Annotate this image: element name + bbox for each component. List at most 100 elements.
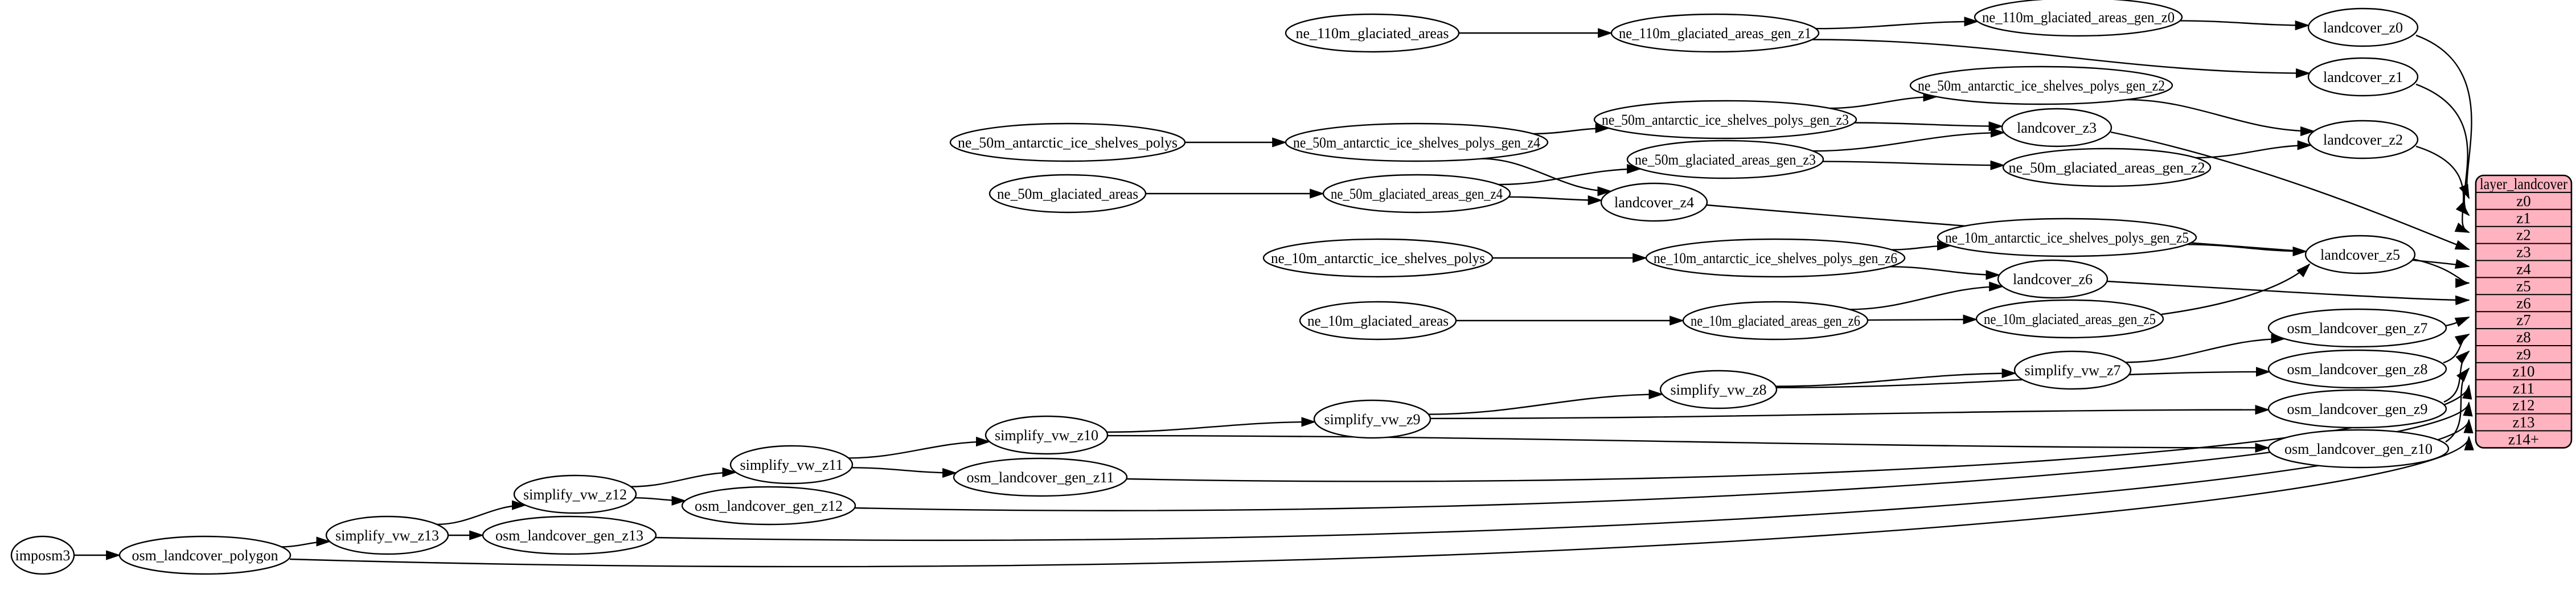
- node-label-osm_landcover_gen_z8: osm_landcover_gen_z8: [2287, 361, 2428, 378]
- node-landcover_z2: landcover_z2: [2307, 120, 2419, 159]
- table-row-z0: z0: [2516, 192, 2530, 210]
- node-simplify_vw_z9: simplify_vw_z9: [1313, 399, 1431, 439]
- edge-osm_landcover_gen_z12-to-table-z12: [854, 401, 2473, 511]
- node-ne_10m_glaciated_areas_gen_z6: ne_10m_glaciated_areas_gen_z6: [1682, 301, 1869, 341]
- edge-ne_50m_glaciated_areas_gen_z3-to-ne_50m_glaciated_areas_gen_z2: [1822, 160, 2005, 170]
- node-ellipse-landcover_z6: [1997, 259, 2109, 299]
- table-row-z11: z11: [2513, 380, 2534, 397]
- node-ellipse-ne_50m_glaciated_areas_gen_z4: [1322, 174, 1511, 214]
- node-imposm3: imposm3: [10, 535, 75, 575]
- layer-landcover-table: layer_landcoverz0z1z2z3z4z5z6z7z8z9z10z1…: [2475, 174, 2573, 449]
- node-simplify_vw_z7: simplify_vw_z7: [2013, 350, 2132, 390]
- node-ellipse-osm_landcover_gen_z7: [2267, 308, 2447, 348]
- node-label-simplify_vw_z13: simplify_vw_z13: [335, 527, 439, 544]
- node-label-ne_50m_glaciated_areas_gen_z3: ne_50m_glaciated_areas_gen_z3: [1635, 151, 1816, 168]
- node-ne_110m_glaciated_areas: ne_110m_glaciated_areas: [1285, 13, 1460, 53]
- node-label-landcover_z6: landcover_z6: [2013, 271, 2093, 288]
- edge-ne_10m_glaciated_areas_gen_z6-to-ne_10m_glaciated_areas_gen_z5: [1867, 314, 1978, 325]
- table-row-z13: z13: [2513, 414, 2535, 431]
- edge-ne_50m_glaciated_areas_gen_z4-to-ne_50m_glaciated_areas_gen_z3: [1498, 163, 1642, 186]
- node-ellipse-simplify_vw_z7: [2013, 350, 2132, 390]
- node-label-landcover_z2: landcover_z2: [2323, 132, 2403, 148]
- node-label-ne_110m_glaciated_areas: ne_110m_glaciated_areas: [1295, 25, 1449, 42]
- node-label-osm_landcover_gen_z13: osm_landcover_gen_z13: [495, 527, 643, 544]
- node-ne_50m_antarctic_ice_shelves_polys_gen_z3: ne_50m_antarctic_ice_shelves_polys_gen_z…: [1593, 100, 1857, 140]
- edge-simplify_vw_z8-to-simplify_vw_z7: [1775, 368, 2017, 387]
- node-osm_landcover_gen_z13: osm_landcover_gen_z13: [482, 515, 657, 555]
- node-simplify_vw_z12: simplify_vw_z12: [513, 474, 637, 514]
- node-ellipse-ne_50m_antarctic_ice_shelves_polys: [949, 122, 1186, 162]
- node-ne_110m_glaciated_areas_gen_z1: ne_110m_glaciated_areas_gen_z1: [1610, 13, 1820, 53]
- node-simplify_vw_z13: simplify_vw_z13: [325, 515, 449, 555]
- node-label-landcover_z4: landcover_z4: [1614, 194, 1694, 211]
- node-ellipse-landcover_z1: [2307, 57, 2419, 97]
- table-row-z3: z3: [2516, 244, 2530, 261]
- edge-ne_50m_antarctic_ice_shelves_polys_gen_z4-to-landcover_z4: [1481, 158, 1613, 196]
- node-label-osm_landcover_gen_z9: osm_landcover_gen_z9: [2287, 401, 2428, 417]
- node-label-osm_landcover_gen_z7: osm_landcover_gen_z7: [2287, 320, 2428, 337]
- edge-simplify_vw_z12-to-simplify_vw_z11: [630, 467, 737, 487]
- edge-landcover_z1-to-table-z1: [2415, 83, 2470, 216]
- node-landcover_z1: landcover_z1: [2307, 57, 2419, 97]
- edge-landcover_z4-to-table-z4: [1706, 204, 2471, 269]
- node-ellipse-ne_50m_antarctic_ice_shelves_polys_gen_z2: [1909, 65, 2173, 105]
- edge-ne_10m_glaciated_areas_gen_z6-to-landcover_z6: [1849, 281, 2004, 310]
- node-ellipse-ne_10m_antarctic_ice_shelves_polys_gen_z5: [1937, 218, 2197, 257]
- node-ne_10m_glaciated_areas_gen_z5: ne_10m_glaciated_areas_gen_z5: [1975, 299, 2164, 339]
- node-label-ne_50m_antarctic_ice_shelves_polys_gen_z4: ne_50m_antarctic_ice_shelves_polys_gen_z…: [1293, 134, 1540, 151]
- edge-ne_110m_glaciated_areas_gen_z1-to-ne_110m_glaciated_areas_gen_z0: [1815, 17, 1979, 30]
- edge-simplify_vw_z12-to-osm_landcover_gen_z12: [635, 495, 687, 506]
- node-label-simplify_vw_z10: simplify_vw_z10: [995, 427, 1098, 444]
- node-ellipse-ne_50m_glaciated_areas: [988, 174, 1147, 214]
- node-simplify_vw_z11: simplify_vw_z11: [729, 445, 854, 485]
- node-ellipse-osm_landcover_gen_z9: [2267, 389, 2447, 429]
- node-label-osm_landcover_polygon: osm_landcover_polygon: [132, 547, 278, 564]
- nodes-layer: imposm3 osm_landcover_polygon simplify_vw_…: [10, 0, 2450, 575]
- node-label-osm_landcover_gen_z12: osm_landcover_gen_z12: [695, 498, 843, 514]
- node-label-ne_110m_glaciated_areas_gen_z0: ne_110m_glaciated_areas_gen_z0: [1982, 9, 2175, 26]
- node-landcover_z4: landcover_z4: [1600, 182, 1708, 222]
- node-ne_10m_antarctic_ice_shelves_polys_gen_z6: ne_10m_antarctic_ice_shelves_polys_gen_z…: [1645, 238, 1906, 278]
- node-ellipse-ne_10m_antarctic_ice_shelves_polys_gen_z6: [1645, 238, 1906, 278]
- table-row-z6: z6: [2516, 294, 2530, 311]
- table-row-z10: z10: [2513, 363, 2535, 380]
- edge-simplify_vw_z9-to-simplify_vw_z8: [1428, 389, 1664, 415]
- node-ne_50m_glaciated_areas_gen_z2: ne_50m_glaciated_areas_gen_z2: [2002, 147, 2212, 187]
- node-label-ne_10m_antarctic_ice_shelves_polys_gen_z6: ne_10m_antarctic_ice_shelves_polys_gen_z…: [1654, 250, 1897, 266]
- node-ellipse-ne_110m_glaciated_areas: [1285, 13, 1460, 53]
- edge-landcover_z2-to-table-z2: [2415, 145, 2471, 233]
- node-label-landcover_z5: landcover_z5: [2320, 247, 2400, 263]
- edge-ne_50m_antarctic_ice_shelves_polys_gen_z3-to-landcover_z3: [1854, 121, 2004, 132]
- node-ellipse-ne_50m_glaciated_areas_gen_z3: [1626, 140, 1824, 179]
- edge-simplify_vw_z11-to-simplify_vw_z10: [848, 436, 991, 459]
- node-ellipse-osm_landcover_gen_z12: [681, 486, 856, 526]
- node-label-ne_10m_glaciated_areas_gen_z6: ne_10m_glaciated_areas_gen_z6: [1691, 313, 1860, 329]
- table-row-z5: z5: [2516, 277, 2530, 294]
- edge-landcover_z5-to-table-z5: [2413, 258, 2471, 288]
- node-label-ne_10m_antarctic_ice_shelves_polys_gen_z5: ne_10m_antarctic_ice_shelves_polys_gen_z…: [1945, 229, 2189, 246]
- node-ellipse-landcover_z2: [2307, 120, 2419, 159]
- node-ellipse-ne_110m_glaciated_areas_gen_z1: [1610, 13, 1820, 53]
- node-ellipse-ne_50m_antarctic_ice_shelves_polys_gen_z4: [1285, 122, 1549, 162]
- edge-simplify_vw_z10-to-simplify_vw_z9: [1106, 417, 1316, 433]
- node-label-ne_50m_antarctic_ice_shelves_polys_gen_z2: ne_50m_antarctic_ice_shelves_polys_gen_z…: [1918, 77, 2165, 94]
- node-ellipse-osm_landcover_gen_z8: [2267, 349, 2447, 389]
- table-row-z7: z7: [2516, 311, 2530, 329]
- node-ellipse-ne_10m_glaciated_areas: [1299, 301, 1457, 341]
- node-ne_10m_antarctic_ice_shelves_polys_gen_z5: ne_10m_antarctic_ice_shelves_polys_gen_z…: [1937, 218, 2197, 257]
- node-osm_landcover_gen_z12: osm_landcover_gen_z12: [681, 486, 856, 526]
- node-label-osm_landcover_gen_z10: osm_landcover_gen_z10: [2284, 441, 2433, 457]
- node-ellipse-landcover_z5: [2304, 235, 2416, 274]
- edge-ne_50m_glaciated_areas_gen_z3-to-landcover_z3: [1812, 128, 2005, 152]
- edge-ne_50m_antarctic_ice_shelves_polys_gen_z4-to-ne_50m_antarctic_ice_shelves_polys_gen_z3: [1533, 123, 1610, 135]
- edge-ne_110m_glaciated_areas_gen_z1-to-landcover_z1: [1812, 39, 2311, 79]
- edge-landcover_z3-to-table-z3: [2110, 131, 2471, 251]
- node-label-landcover_z0: landcover_z0: [2323, 19, 2403, 36]
- node-osm_landcover_gen_z11: osm_landcover_gen_z11: [953, 457, 1128, 497]
- node-label-ne_50m_antarctic_ice_shelves_polys: ne_50m_antarctic_ice_shelves_polys: [958, 134, 1178, 151]
- table-row-z4: z4: [2516, 260, 2531, 277]
- node-ne_10m_antarctic_ice_shelves_polys: ne_10m_antarctic_ice_shelves_polys: [1262, 238, 1494, 278]
- table-row-z8: z8: [2516, 329, 2530, 346]
